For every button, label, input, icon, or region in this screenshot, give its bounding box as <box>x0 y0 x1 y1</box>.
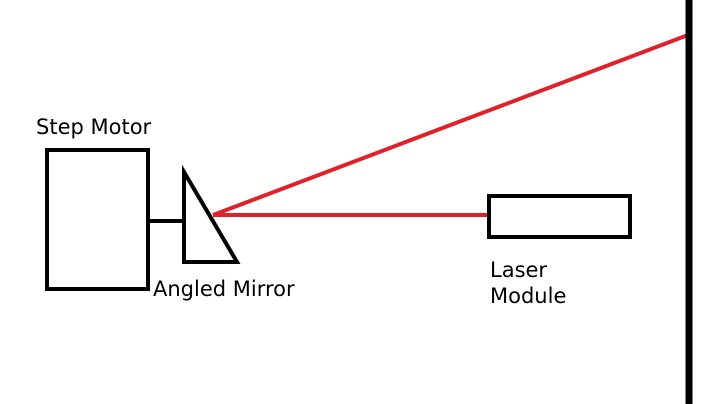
step-motor-label: Step Motor <box>36 115 152 139</box>
angled-mirror <box>182 164 241 264</box>
laser-beam-reflected <box>212 33 689 217</box>
step-motor-box <box>45 148 150 291</box>
angled-mirror-label: Angled Mirror <box>153 277 295 301</box>
laser-module-box <box>487 194 632 239</box>
laser-module-label-line2: Module <box>490 284 566 308</box>
laser-module-label-line1: Laser <box>490 258 547 282</box>
